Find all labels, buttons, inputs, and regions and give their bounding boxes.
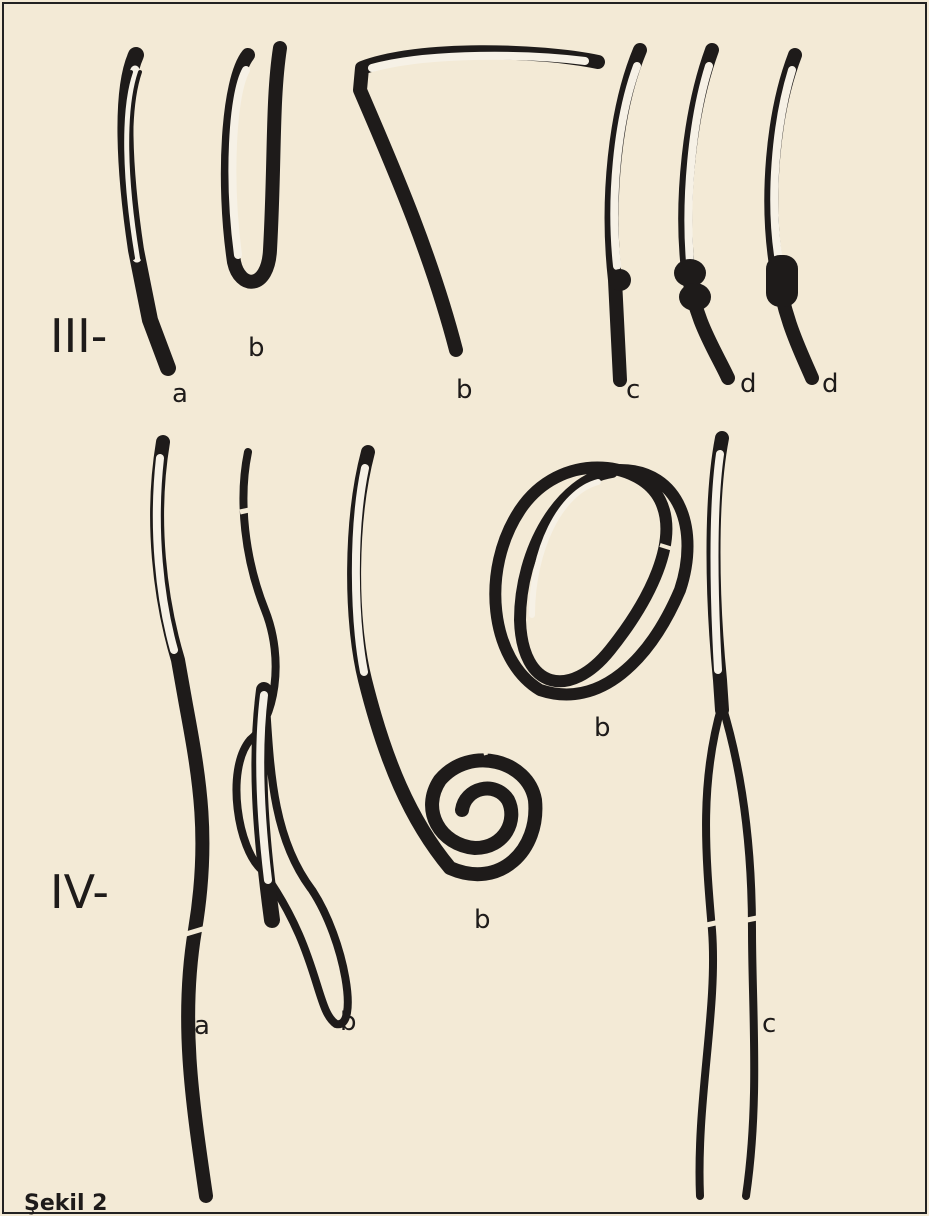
- figure-border: [3, 3, 926, 1213]
- hair-iv-c: [700, 438, 762, 1196]
- label-iv-a: a: [194, 1011, 210, 1041]
- hair-iii-b-bent: [360, 52, 598, 350]
- row-iii-group: [122, 48, 812, 380]
- hair-iii-b-loop: [228, 48, 280, 282]
- knot-iii-d-1a: [674, 259, 706, 287]
- label-iii-d2: d: [822, 369, 839, 399]
- hair-iv-b-loop: [236, 452, 347, 1024]
- hair-iv-b-coil: [495, 468, 687, 695]
- label-iv-c: c: [762, 1009, 776, 1039]
- hair-iii-d-2: [766, 55, 812, 378]
- hair-iv-a: [157, 442, 206, 1196]
- label-iii-a: a: [172, 379, 188, 409]
- knot-iii-d-2: [766, 255, 798, 307]
- label-iii-c: c: [626, 375, 640, 405]
- row-label-iv: IV-: [50, 865, 109, 919]
- figure-caption: Şekil 2: [24, 1191, 107, 1216]
- knot-iii-d-1b: [679, 283, 711, 311]
- hair-iii-a: [122, 55, 168, 368]
- knot-iii-c: [609, 269, 631, 291]
- label-iii-b1: b: [248, 333, 265, 363]
- label-iv-b1: b: [340, 1007, 357, 1037]
- break-mark-spiral: [482, 738, 486, 755]
- hair-iii-d-1: [674, 50, 728, 378]
- label-iv-b2: b: [474, 905, 491, 935]
- label-iii-d1: d: [740, 369, 757, 399]
- row-iv-group: [157, 438, 762, 1196]
- hair-iii-c: [609, 50, 640, 380]
- label-iii-b2: b: [456, 375, 473, 405]
- row-label-iii: III-: [50, 309, 107, 363]
- label-iv-b3: b: [594, 713, 611, 743]
